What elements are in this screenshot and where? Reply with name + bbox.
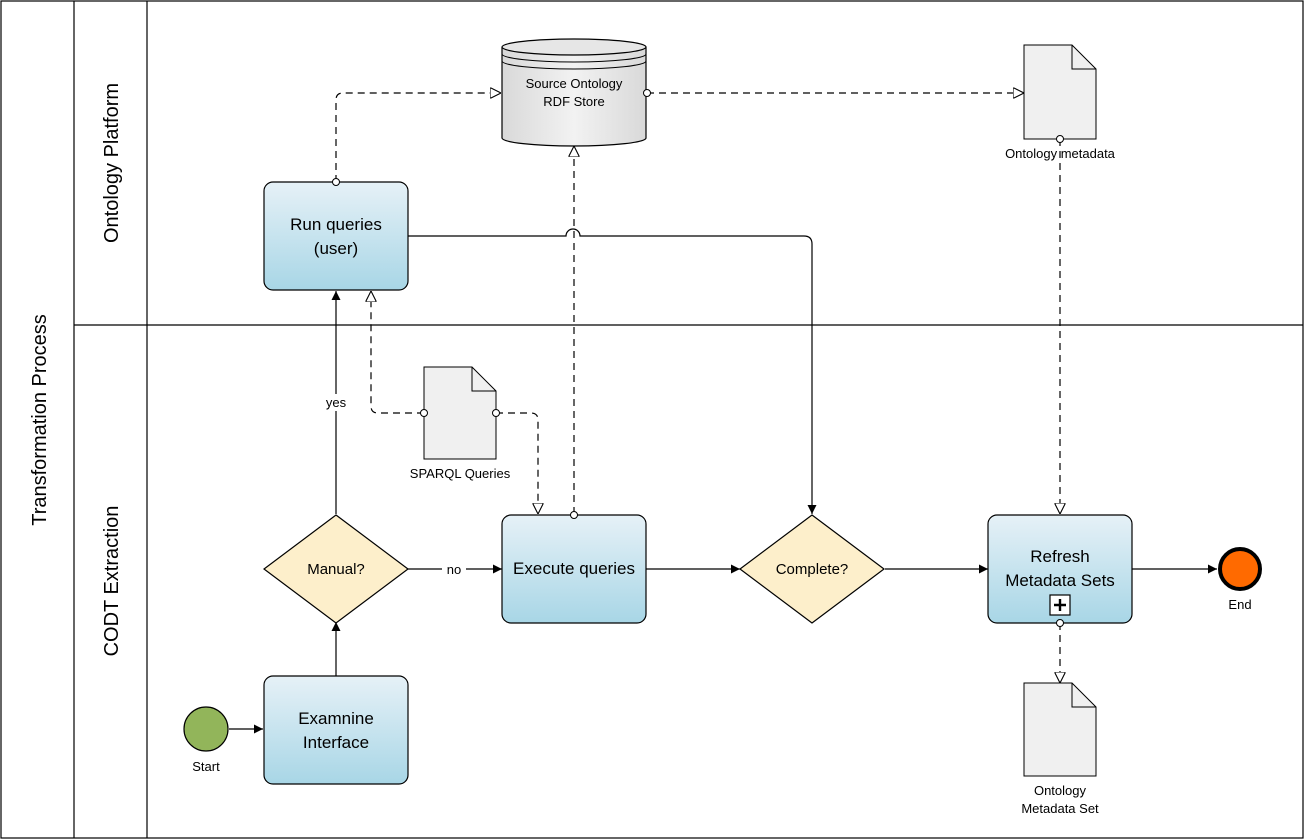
pool-label: Transformation Process: [29, 314, 51, 526]
gateway-manual[interactable]: Manual?: [263, 514, 409, 624]
assoc-sparql-to-run-queries: [371, 291, 424, 414]
flow-label-yes: yes: [326, 395, 347, 410]
start-event-label: Start: [192, 759, 220, 774]
assoc-anchor-refresh: [1056, 619, 1064, 627]
assoc-anchor-sparql-left: [420, 409, 428, 417]
task-label-execute: Execute queries: [513, 559, 635, 578]
yes-label-bg: [322, 394, 350, 411]
gateway-label-manual: Manual?: [307, 561, 365, 578]
task-label-run-queries-line2: (user): [314, 239, 358, 258]
task-label-run-queries-line1: Run queries: [290, 215, 382, 234]
data-store-label-line2: RDF Store: [543, 94, 604, 109]
assoc-anchor-run-queries: [332, 178, 340, 186]
gateway-complete[interactable]: Complete?: [739, 514, 885, 624]
end-event[interactable]: End: [1218, 547, 1262, 612]
document-ontology-metadata-set[interactable]: Ontology Metadata Set: [1021, 682, 1099, 816]
gateway-label-complete: Complete?: [776, 561, 849, 578]
task-execute-queries[interactable]: Execute queries: [501, 514, 647, 624]
task-label-examine-line2: Interface: [303, 733, 369, 752]
data-store-source-ontology[interactable]: Source Ontology RDF Store: [501, 38, 647, 147]
assoc-anchor-store-right: [643, 89, 651, 97]
task-run-queries[interactable]: Run queries (user): [263, 181, 409, 291]
subprocess-plus-icon[interactable]: [1049, 594, 1071, 616]
no-label-bg: [442, 561, 466, 578]
document-ontology-metadata[interactable]: Ontology metadata: [1005, 44, 1116, 161]
document-sparql-queries[interactable]: SPARQL Queries: [410, 366, 511, 481]
task-examine-interface[interactable]: Examnine Interface: [263, 675, 409, 785]
assoc-anchor-ontology-metadata: [1056, 135, 1064, 143]
task-label-refresh-line1: Refresh: [1030, 547, 1090, 566]
document-label-metadata-set-line2: Metadata Set: [1021, 801, 1099, 816]
assoc-sparql-to-execute: [496, 412, 538, 514]
flow-label-no: no: [447, 562, 461, 577]
document-label-metadata-set-line1: Ontology: [1034, 783, 1087, 798]
task-refresh-metadata-sets[interactable]: Refresh Metadata Sets: [987, 514, 1133, 624]
assoc-anchor-execute: [570, 511, 578, 519]
lane-ontology-platform: Ontology Platform: [101, 83, 123, 243]
task-label-examine-line1: Examnine: [298, 709, 374, 728]
flow-run-queries-to-complete: [408, 228, 817, 514]
document-label-sparql-queries: SPARQL Queries: [410, 466, 511, 481]
assoc-run-queries-to-store: [335, 93, 501, 182]
task-label-refresh-line2: Metadata Sets: [1005, 571, 1115, 590]
data-store-label-line1: Source Ontology: [526, 76, 623, 91]
lane-codt-extraction: CODT Extraction: [101, 506, 123, 657]
assoc-anchor-sparql-right: [492, 409, 500, 417]
start-event[interactable]: Start: [183, 706, 229, 774]
end-event-label: End: [1228, 597, 1251, 612]
document-label-ontology-metadata: Ontology metadata: [1005, 146, 1116, 161]
lane-label-ontology-platform: Ontology Platform: [101, 83, 123, 243]
lane-label-codt-extraction: CODT Extraction: [101, 506, 123, 657]
